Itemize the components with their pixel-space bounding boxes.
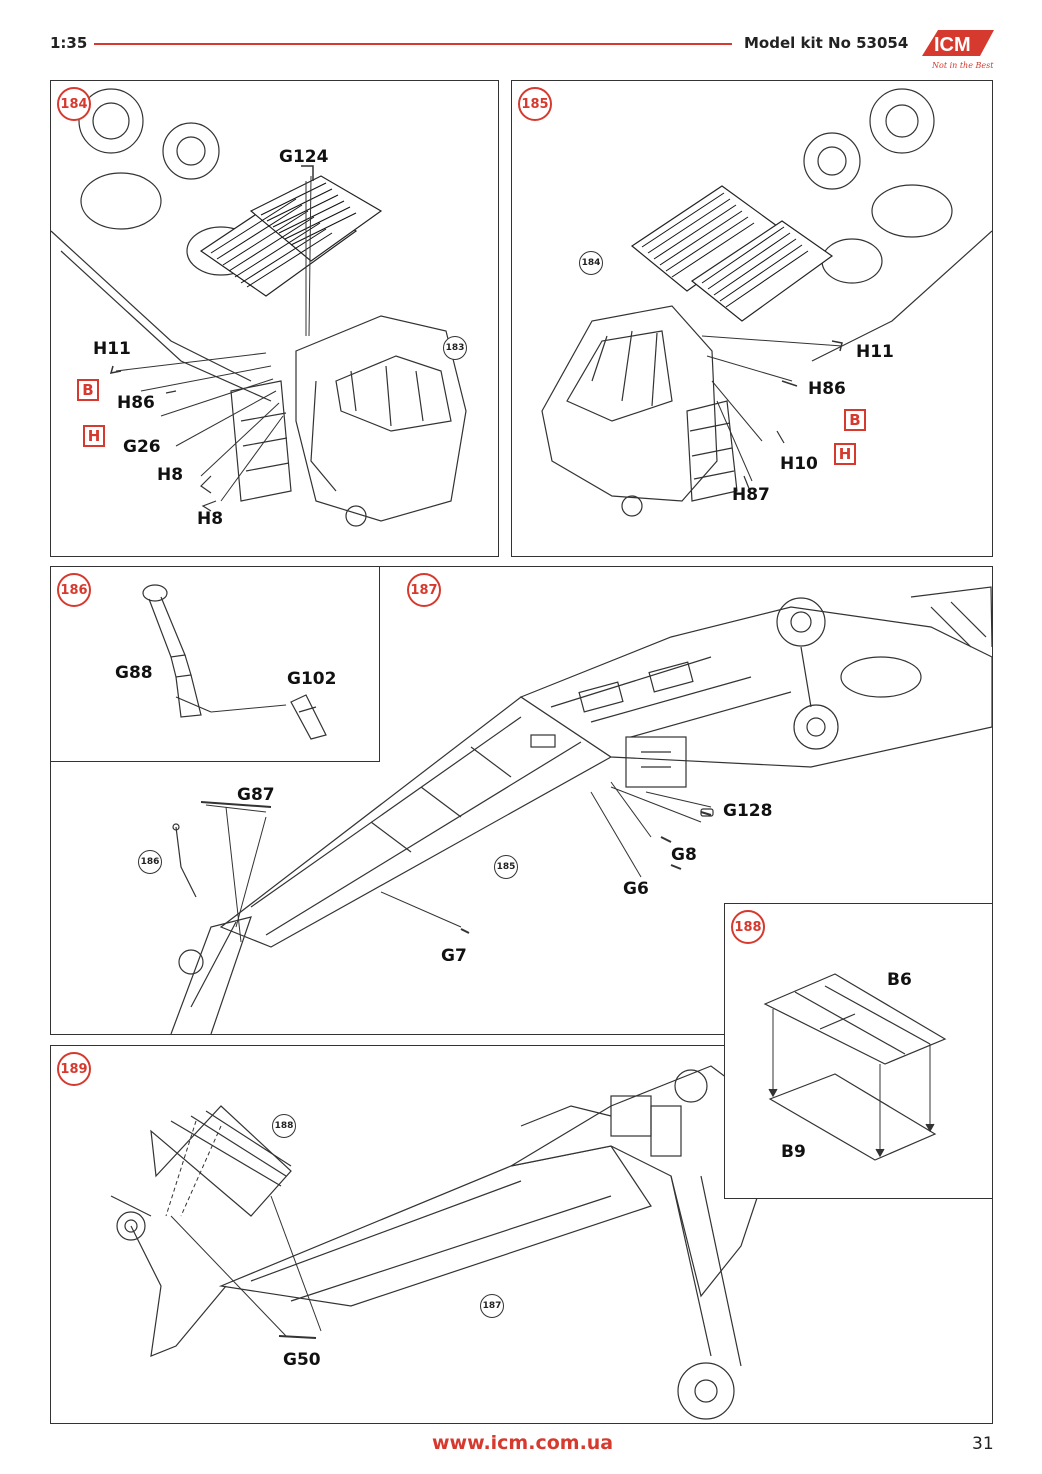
part-h11: H11 [856, 342, 894, 362]
step-number-185: 185 [518, 87, 552, 121]
part-g88: G88 [115, 663, 153, 683]
kit-number: Model kit No 53054 [744, 34, 909, 52]
step-185-illustration [541, 88, 992, 517]
part-g87: G87 [237, 785, 275, 805]
part-h8-a: H8 [157, 465, 184, 485]
ref-circle-188: 188 [272, 1114, 296, 1138]
part-h86: H86 [808, 379, 846, 399]
footer-url[interactable]: www.icm.com.ua [432, 1432, 614, 1454]
part-g6: G6 [623, 879, 649, 899]
step-number-184: 184 [57, 87, 91, 121]
part-h10: H10 [780, 454, 818, 474]
scale-label: 1:35 [50, 34, 88, 52]
step-186-panel: 186 G88 G102 [50, 566, 380, 762]
part-g124: G124 [279, 147, 329, 167]
step-number-189: 189 [57, 1052, 91, 1086]
step-number-188: 188 [731, 910, 765, 944]
part-h87: H87 [732, 485, 770, 505]
step-188-panel: 188 B6 B9 [724, 903, 993, 1199]
icm-logo: ICM Not in the Best [922, 30, 994, 70]
header-rule [94, 43, 732, 45]
part-h8-b: H8 [197, 509, 224, 529]
step-184-panel: 184 183 G124 H11 B H86 H G26 H8 H8 [50, 80, 499, 557]
ref-circle-186: 186 [138, 850, 162, 874]
step-number-187: 187 [407, 573, 441, 607]
part-g50: G50 [283, 1350, 321, 1370]
part-g8: G8 [671, 845, 697, 865]
ref-circle-187: 187 [480, 1294, 504, 1318]
color-code-h: H [83, 425, 105, 447]
color-code-b: B [844, 409, 866, 431]
ref-circle-183: 183 [443, 336, 467, 360]
svg-text:ICM: ICM [934, 34, 971, 56]
step-187-illustration [170, 586, 992, 1034]
step-184-illustration [51, 88, 467, 527]
part-b9: B9 [781, 1142, 806, 1162]
svg-text:Not in the Best: Not in the Best [931, 61, 994, 70]
step-number-186: 186 [57, 573, 91, 607]
step-189-illustration [110, 1065, 762, 1420]
step-188-illustration [763, 973, 947, 1161]
page-number: 31 [972, 1434, 994, 1454]
part-b6: B6 [887, 970, 912, 990]
part-g26: G26 [123, 437, 161, 457]
color-code-h: H [834, 443, 856, 465]
part-g102: G102 [287, 669, 337, 689]
step-185-panel: 185 184 H11 H86 B H H10 H87 [511, 80, 993, 557]
part-h86: H86 [117, 393, 155, 413]
part-g7: G7 [441, 946, 467, 966]
color-code-b: B [77, 379, 99, 401]
part-h11: H11 [93, 339, 131, 359]
ref-circle-184: 184 [579, 251, 603, 275]
ref-circle-185: 185 [494, 855, 518, 879]
part-g128: G128 [723, 801, 773, 821]
step-186-illustration [142, 584, 327, 740]
